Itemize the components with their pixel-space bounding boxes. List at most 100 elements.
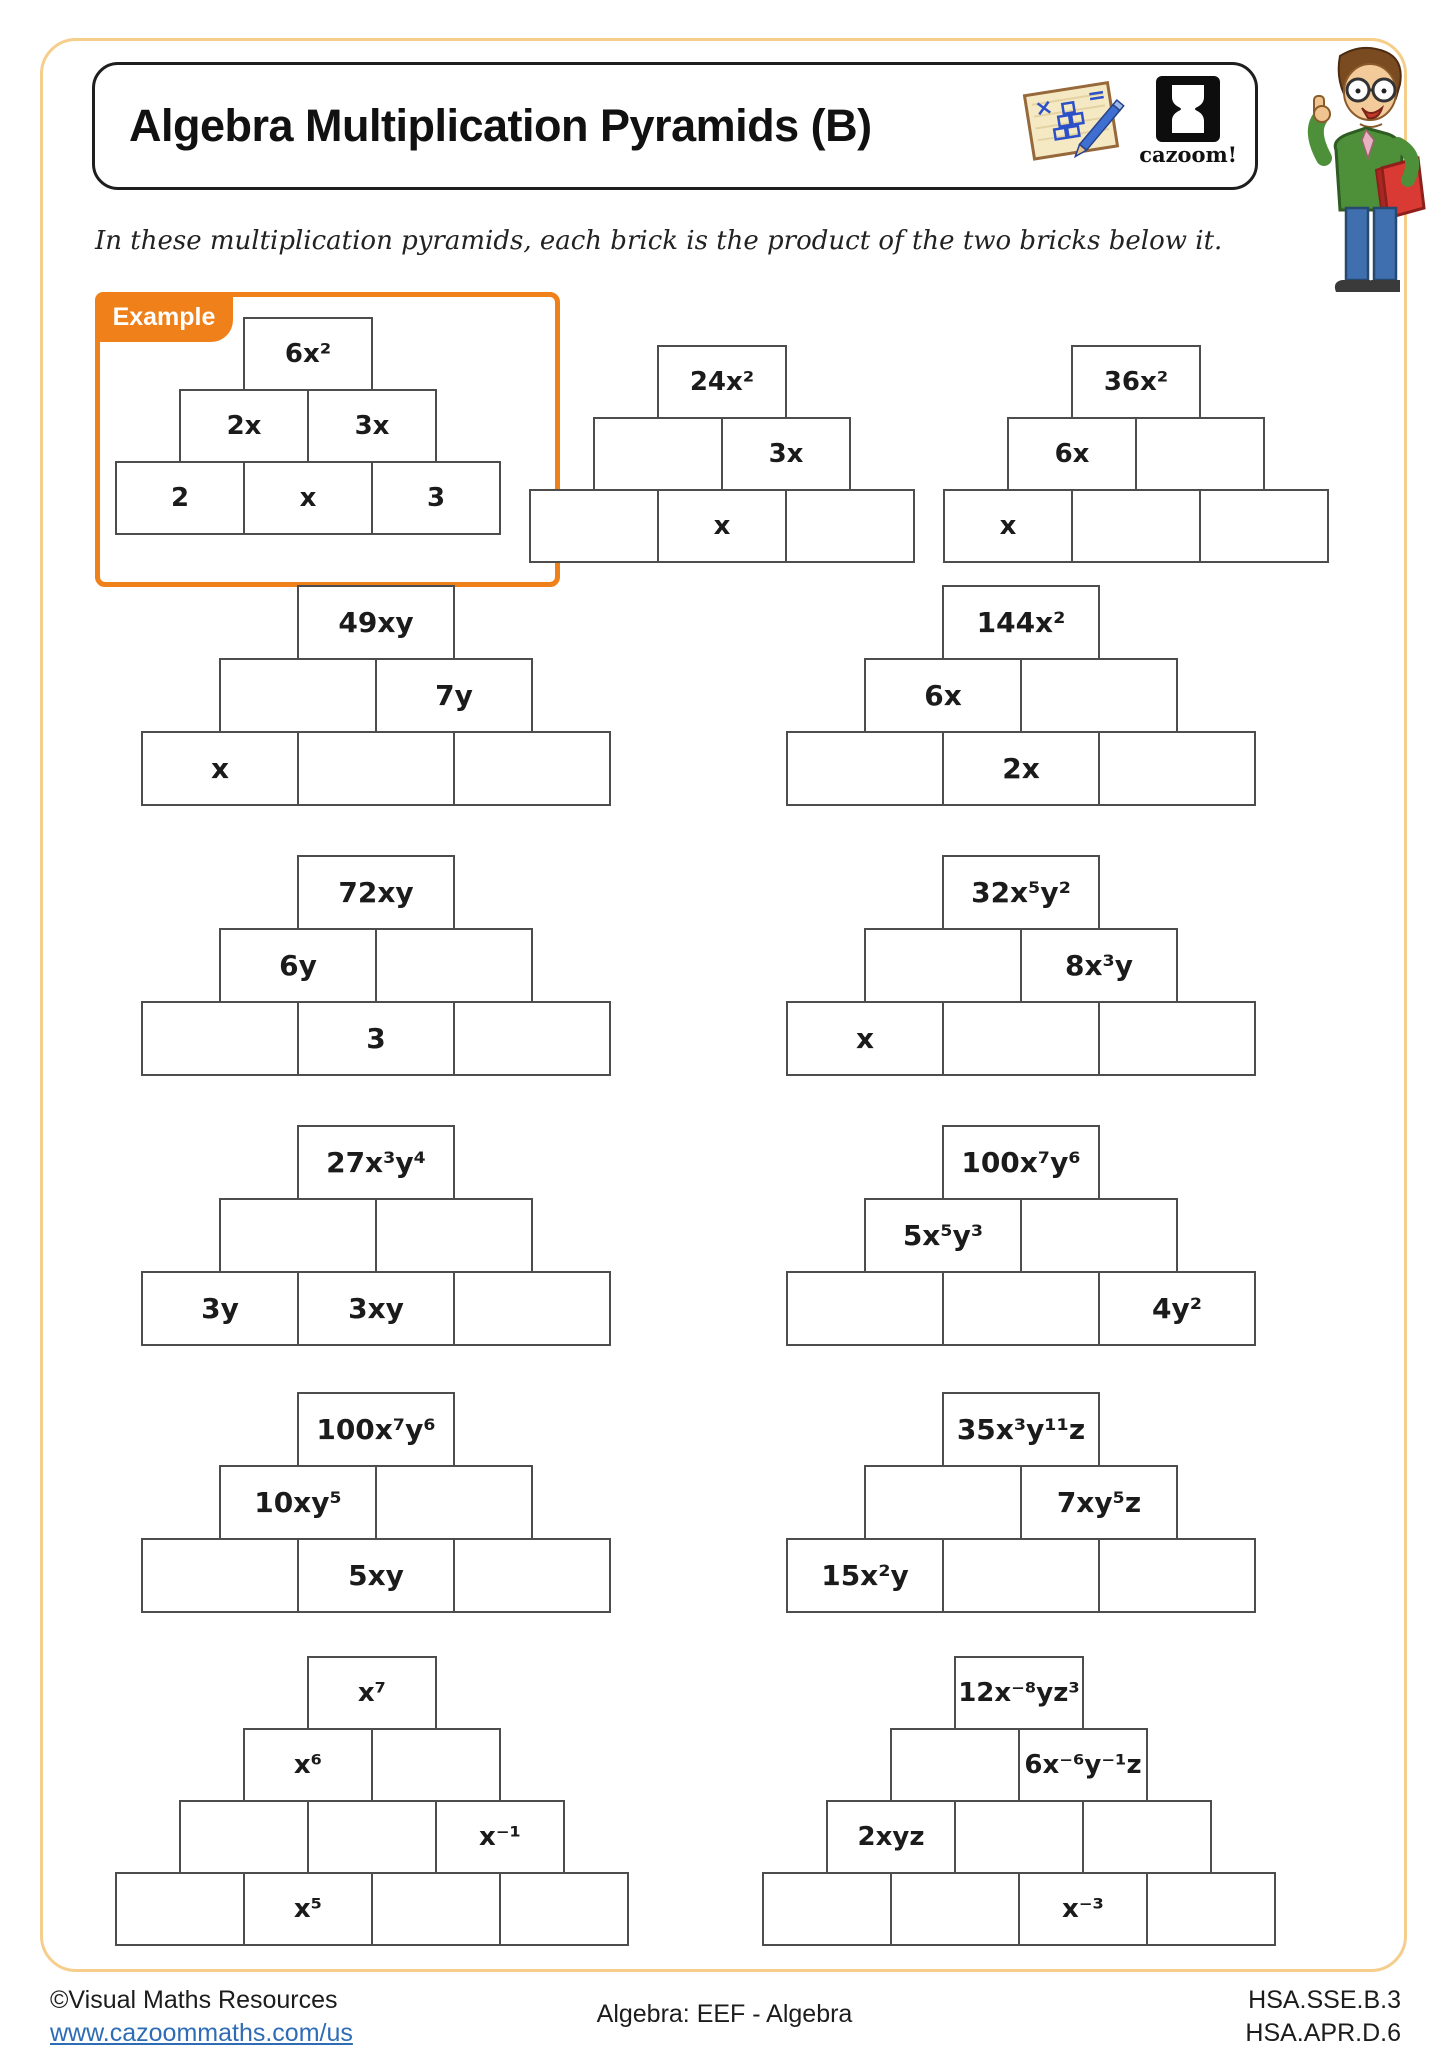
pyramid-cell-empty: [1020, 658, 1178, 733]
pyramid-cell-filled: 36x²: [1071, 345, 1201, 419]
pyramid-cell-empty: [453, 1271, 611, 1346]
pyramid-row: 6x⁻⁶y⁻¹z: [890, 1728, 1148, 1802]
pyramid-row: 6x: [864, 658, 1178, 733]
pyramid-cell-filled: 6x⁻⁶y⁻¹z: [1018, 1728, 1148, 1802]
pyramid-cell-filled: 2: [115, 461, 245, 535]
pyramid-cell-filled: 6x: [1007, 417, 1137, 491]
pyramid-cell-filled: 8x³y: [1020, 928, 1178, 1003]
pyramid-cell-empty: [864, 928, 1022, 1003]
pyramid-cell-empty: [375, 1198, 533, 1273]
pyramid-cell-empty: [115, 1872, 245, 1946]
pyramid-cell-empty: [375, 1465, 533, 1540]
pyramid-cell-empty: [890, 1728, 1020, 1802]
pyramid-row: x: [141, 731, 611, 806]
pyramid-cell-empty: [1098, 1001, 1256, 1076]
pyramid-row: 6x: [1007, 417, 1265, 491]
pyramid-cell-empty: [942, 1538, 1100, 1613]
pyramid-cell-filled: x⁶: [243, 1728, 373, 1802]
pyramid-cell-filled: 72xy: [297, 855, 455, 930]
pyramid-cell-empty: [375, 928, 533, 1003]
cazoom-logo-text: cazoom!: [1139, 142, 1237, 167]
pyramid-row: 27x³y⁴: [297, 1125, 455, 1200]
pyramid-cell-filled: 6x: [864, 658, 1022, 733]
pyramid-cell-filled: 7xy⁵z: [1020, 1465, 1178, 1540]
pyramid-cell-empty: [307, 1800, 437, 1874]
pyramid-cell-empty: [762, 1872, 892, 1946]
pyramid-cell-filled: 32x⁵y²: [942, 855, 1100, 930]
pyramid-row: 5x⁵y³: [864, 1198, 1178, 1273]
cazoom-logo-icon: [1156, 76, 1220, 142]
pyramid-cell-filled: 2xyz: [826, 1800, 956, 1874]
pyramid-row: 4y²: [786, 1271, 1256, 1346]
pyramid-cell-empty: [453, 731, 611, 806]
pyramid-row: x⁷: [307, 1656, 437, 1730]
standard-code-1: HSA.SSE.B.3: [1245, 1984, 1401, 2017]
pyramid-cell-filled: 3x: [721, 417, 851, 491]
pyramid-cell-filled: x⁵: [243, 1872, 373, 1946]
pyramid-cell-filled: 6y: [219, 928, 377, 1003]
pyramid-cell-empty: [179, 1800, 309, 1874]
teacher-cartoon: [1262, 40, 1440, 308]
pyramid-row: 3x: [593, 417, 851, 491]
pyramid-row: 3: [141, 1001, 611, 1076]
pyramid-cell-empty: [141, 1001, 299, 1076]
pyramid-cell-filled: 4y²: [1098, 1271, 1256, 1346]
pyramid-cell-filled: x: [243, 461, 373, 535]
pyramid-cell-filled: x: [657, 489, 787, 563]
pyramid-row: 72xy: [297, 855, 455, 930]
pyramid-cell-empty: [371, 1728, 501, 1802]
pyramid-cell-empty: [499, 1872, 629, 1946]
pyramid-row: 49xy: [297, 585, 455, 660]
pyramid-row: 7xy⁵z: [864, 1465, 1178, 1540]
header: Algebra Multiplication Pyramids (B) × =: [92, 62, 1258, 190]
pyramid-cell-filled: 10xy⁵: [219, 1465, 377, 1540]
pyramid-cell-empty: [297, 731, 455, 806]
pyramid-cell-filled: 6x²: [243, 317, 373, 391]
pyramid-cell-empty: [1098, 1538, 1256, 1613]
pyramid-cell-empty: [785, 489, 915, 563]
pyramid-cell-filled: 3x: [307, 389, 437, 463]
pyramid-cell-filled: x: [943, 489, 1073, 563]
pyramid-cell-filled: 35x³y¹¹z: [942, 1392, 1100, 1467]
pyramid-cell-empty: [942, 1001, 1100, 1076]
pyramid-cell-empty: [1146, 1872, 1276, 1946]
header-icons: × = cazoom!: [1015, 73, 1237, 169]
pyramid-cell-empty: [371, 1872, 501, 1946]
pyramid-row: x⁵: [115, 1872, 629, 1946]
pyramid-cell-empty: [1020, 1198, 1178, 1273]
pyramid-row: 24x²: [657, 345, 787, 419]
pyramid-cell-filled: 100x⁷y⁶: [942, 1125, 1100, 1200]
pyramid-row: 8x³y: [864, 928, 1178, 1003]
pyramid-cell-empty: [219, 1198, 377, 1273]
standard-code-2: HSA.APR.D.6: [1245, 2017, 1401, 2049]
pyramid-cell-filled: 5x⁵y³: [864, 1198, 1022, 1273]
pyramid-row: 100x⁷y⁶: [942, 1125, 1100, 1200]
pyramid-cell-filled: 24x²: [657, 345, 787, 419]
pyramid-cell-filled: 5xy: [297, 1538, 455, 1613]
pyramid-cell-filled: x⁻³: [1018, 1872, 1148, 1946]
pyramid-cell-empty: [1098, 731, 1256, 806]
pyramid-row: x: [943, 489, 1329, 563]
pyramid-row: 32x⁵y²: [942, 855, 1100, 930]
pyramid-row: [219, 1198, 533, 1273]
pyramid-row: 7y: [219, 658, 533, 733]
pyramid-cell-empty: [890, 1872, 1020, 1946]
instruction-text: In these multiplication pyramids, each b…: [95, 226, 1245, 256]
pyramid-cell-filled: x⁷: [307, 1656, 437, 1730]
pyramid-cell-filled: 15x²y: [786, 1538, 944, 1613]
pyramid-cell-filled: 7y: [375, 658, 533, 733]
svg-text:×: ×: [1033, 95, 1055, 123]
pyramid-row: 5xy: [141, 1538, 611, 1613]
pyramid-row: 100x⁷y⁶: [297, 1392, 455, 1467]
